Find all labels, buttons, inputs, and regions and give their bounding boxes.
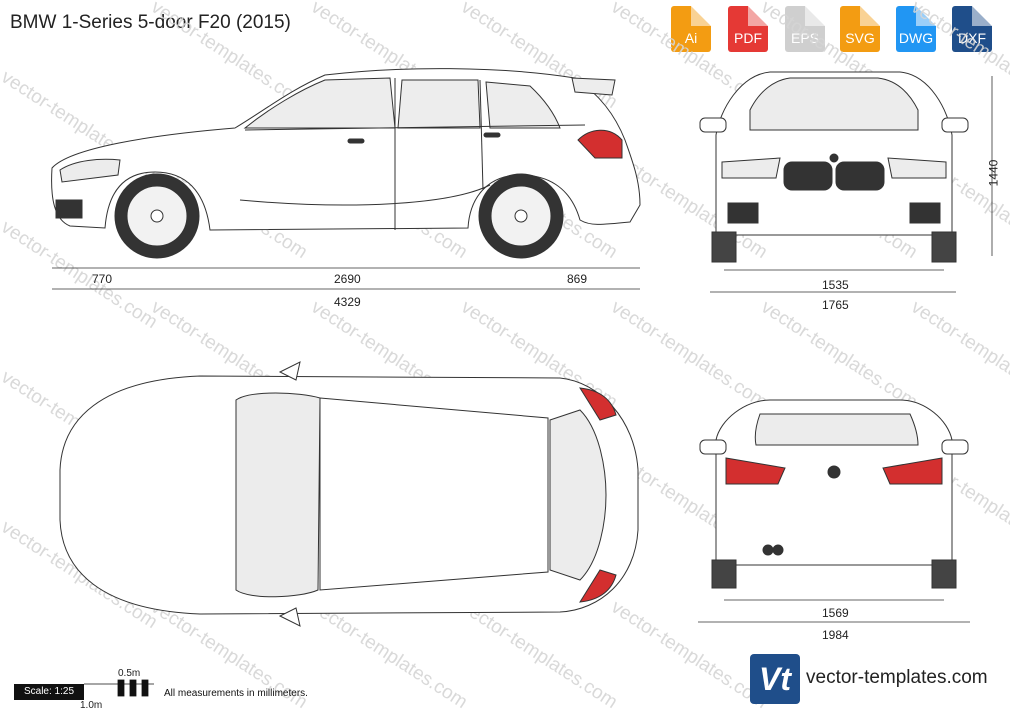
- dwg-format-badge[interactable]: DWG: [896, 6, 936, 52]
- door-handle-front: [347, 138, 365, 144]
- rear-tire-left: [711, 559, 737, 589]
- watermark-text: vector-templates.com: [457, 597, 621, 714]
- beltline: [244, 124, 586, 131]
- front-track-label: 1535: [822, 278, 849, 292]
- rear-mirror-right: [941, 439, 969, 455]
- svg-format-label: SVG: [845, 30, 875, 46]
- front-window: [243, 77, 396, 129]
- scale-bar-segment: [141, 679, 149, 697]
- rear-spoiler-glass: [571, 77, 616, 96]
- exhaust-left: [762, 544, 774, 556]
- watermark-text: vector-templates.com: [907, 297, 1010, 414]
- front-overhang-label: 770: [92, 272, 113, 286]
- rear-tire-right: [931, 559, 957, 589]
- front-tire-left: [711, 231, 737, 263]
- scale-label: Scale: 1:25: [14, 684, 84, 700]
- rear-light-left: [725, 457, 786, 485]
- windshield: [749, 77, 919, 131]
- side-dimension-lines: [52, 267, 640, 290]
- wheelbase-label: 2690: [334, 272, 361, 286]
- eps-format-label: EPS: [790, 30, 819, 46]
- scale-bar-segment: [117, 679, 125, 697]
- dxf-format-badge[interactable]: DXF: [952, 6, 992, 52]
- width-label: 1765: [822, 298, 849, 312]
- kidney-grille-right: [835, 161, 885, 191]
- rear-hub: [514, 209, 528, 223]
- rear-dimension-lines: [698, 599, 970, 623]
- file-fold-icon: [916, 6, 936, 26]
- mirror-left: [699, 117, 727, 133]
- rear-quarter-window: [485, 81, 561, 129]
- top-mirror-left: [278, 361, 301, 381]
- mirror-right: [941, 117, 969, 133]
- rear-track-label: 1569: [822, 606, 849, 620]
- front-hub: [150, 209, 164, 223]
- half-meter-label: 0.5m: [118, 668, 141, 679]
- fog-light-area: [55, 199, 83, 219]
- ai-format-label: Ai: [684, 30, 698, 46]
- watermark-text: vector-templates.com: [757, 297, 921, 414]
- file-fold-icon: [691, 6, 711, 26]
- file-fold-icon: [748, 6, 768, 26]
- top-mirror-right: [278, 607, 301, 627]
- watermark-text: vector-templates.com: [607, 597, 771, 714]
- headlight-left: [721, 157, 781, 179]
- side-sill-line: [239, 184, 491, 206]
- measurement-note: All measurements in millimeters.: [164, 688, 308, 699]
- kidney-grille-left: [783, 161, 833, 191]
- watermark-text: vector-templates.com: [307, 597, 471, 714]
- exhaust-right: [772, 544, 784, 556]
- badge: [829, 153, 839, 163]
- mirror-width-label: 1984: [822, 628, 849, 642]
- headlight: [59, 158, 121, 183]
- eps-format-badge[interactable]: EPS: [785, 6, 825, 52]
- front-view: [699, 71, 969, 263]
- length-label: 4329: [334, 295, 361, 309]
- pdf-format-badge[interactable]: PDF: [728, 6, 768, 52]
- watermark-text: vector-templates.com: [607, 297, 771, 414]
- vector-templates-logo[interactable]: Vt: [750, 654, 800, 704]
- headlight-right: [887, 157, 947, 179]
- top-rear-window: [549, 409, 607, 581]
- rear-view: [699, 399, 969, 589]
- page-title: BMW 1-Series 5-door F20 (2015): [10, 12, 291, 33]
- svg-format-badge[interactable]: SVG: [840, 6, 880, 52]
- top-tail-light-left: [579, 387, 617, 421]
- rear-mirror-left: [699, 439, 727, 455]
- dxf-format-label: DXF: [958, 30, 986, 46]
- door-cut-rear: [479, 79, 484, 191]
- top-roof: [319, 397, 549, 591]
- one-meter-label: 1.0m: [80, 700, 103, 711]
- brand-url[interactable]: vector-templates.com: [806, 667, 988, 688]
- file-fold-icon: [805, 6, 825, 26]
- top-tail-light-right: [579, 569, 617, 603]
- tail-light: [577, 129, 623, 159]
- dwg-format-label: DWG: [898, 30, 934, 46]
- rear-door-window: [397, 79, 481, 129]
- scale-bar: [84, 679, 154, 697]
- front-dimension-lines: [710, 76, 993, 293]
- fog-left: [727, 202, 759, 224]
- door-handle-rear: [483, 132, 501, 138]
- front-tire-right: [931, 231, 957, 263]
- side-view: [51, 68, 641, 259]
- pdf-format-label: PDF: [734, 30, 762, 46]
- top-view: [59, 361, 639, 627]
- file-fold-icon: [972, 6, 992, 26]
- rear-window: [754, 413, 919, 446]
- file-fold-icon: [860, 6, 880, 26]
- rear-badge: [827, 465, 841, 479]
- ai-format-badge[interactable]: Ai: [671, 6, 711, 52]
- fog-right: [909, 202, 941, 224]
- scale-bar-segment: [129, 679, 137, 697]
- rear-overhang-label: 869: [567, 272, 588, 286]
- rear-light-right: [882, 457, 943, 485]
- top-windshield: [235, 392, 321, 598]
- height-label: 1440: [986, 159, 1001, 187]
